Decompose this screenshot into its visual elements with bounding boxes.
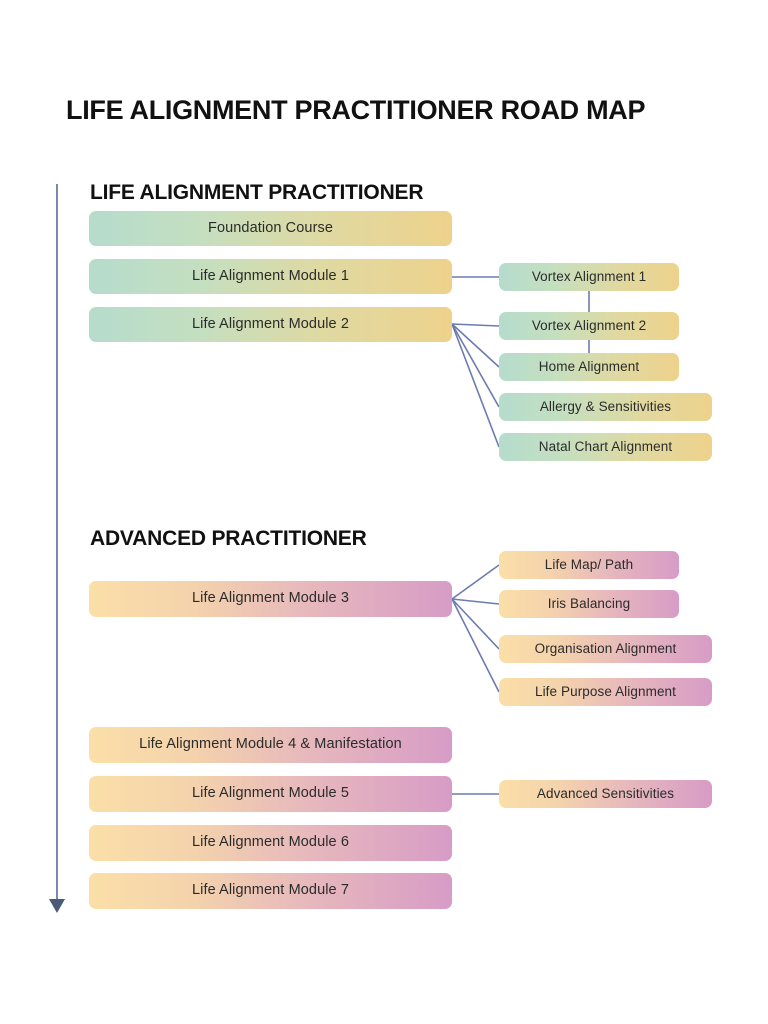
page-title: LIFE ALIGNMENT PRACTITIONER ROAD MAP bbox=[66, 95, 646, 125]
edge-m3-purpose bbox=[451, 598, 500, 693]
node-vortex-alignment-2[interactable]: Vortex Alignment 2 bbox=[499, 312, 679, 340]
timeline-arrow-head bbox=[49, 899, 65, 913]
edge-m2-vortex2 bbox=[451, 323, 500, 327]
node-life-alignment-module-3[interactable]: Life Alignment Module 3 bbox=[89, 581, 452, 617]
node-life-map-path[interactable]: Life Map/ Path bbox=[499, 551, 679, 579]
node-home-alignment[interactable]: Home Alignment bbox=[499, 353, 679, 381]
timeline-arrow-shaft bbox=[56, 184, 58, 907]
edge-m3-organisation bbox=[451, 598, 500, 650]
node-life-alignment-module-7[interactable]: Life Alignment Module 7 bbox=[89, 873, 452, 909]
edge-m3-iris bbox=[451, 598, 500, 605]
node-advanced-sensitivities[interactable]: Advanced Sensitivities bbox=[499, 780, 712, 808]
edge-m3-lifemap bbox=[451, 564, 500, 600]
node-organisation-alignment[interactable]: Organisation Alignment bbox=[499, 635, 712, 663]
section-heading-advanced: ADVANCED PRACTITIONER bbox=[90, 527, 367, 550]
section-heading-practitioner: LIFE ALIGNMENT PRACTITIONER bbox=[90, 181, 424, 204]
node-life-purpose-alignment[interactable]: Life Purpose Alignment bbox=[499, 678, 712, 706]
node-life-alignment-module-6[interactable]: Life Alignment Module 6 bbox=[89, 825, 452, 861]
node-life-alignment-module-5[interactable]: Life Alignment Module 5 bbox=[89, 776, 452, 812]
edge-m2-natal bbox=[451, 323, 500, 448]
node-life-alignment-module-4[interactable]: Life Alignment Module 4 & Manifestation bbox=[89, 727, 452, 763]
node-natal-chart-alignment[interactable]: Natal Chart Alignment bbox=[499, 433, 712, 461]
node-iris-balancing[interactable]: Iris Balancing bbox=[499, 590, 679, 618]
edge-m2-allergy bbox=[451, 323, 500, 408]
node-life-alignment-module-1[interactable]: Life Alignment Module 1 bbox=[89, 259, 452, 294]
node-life-alignment-module-2[interactable]: Life Alignment Module 2 bbox=[89, 307, 452, 342]
node-vortex-alignment-1[interactable]: Vortex Alignment 1 bbox=[499, 263, 679, 291]
node-foundation-course[interactable]: Foundation Course bbox=[89, 211, 452, 246]
edge-m2-home bbox=[451, 323, 500, 368]
node-allergy-sensitivities[interactable]: Allergy & Sensitivities bbox=[499, 393, 712, 421]
